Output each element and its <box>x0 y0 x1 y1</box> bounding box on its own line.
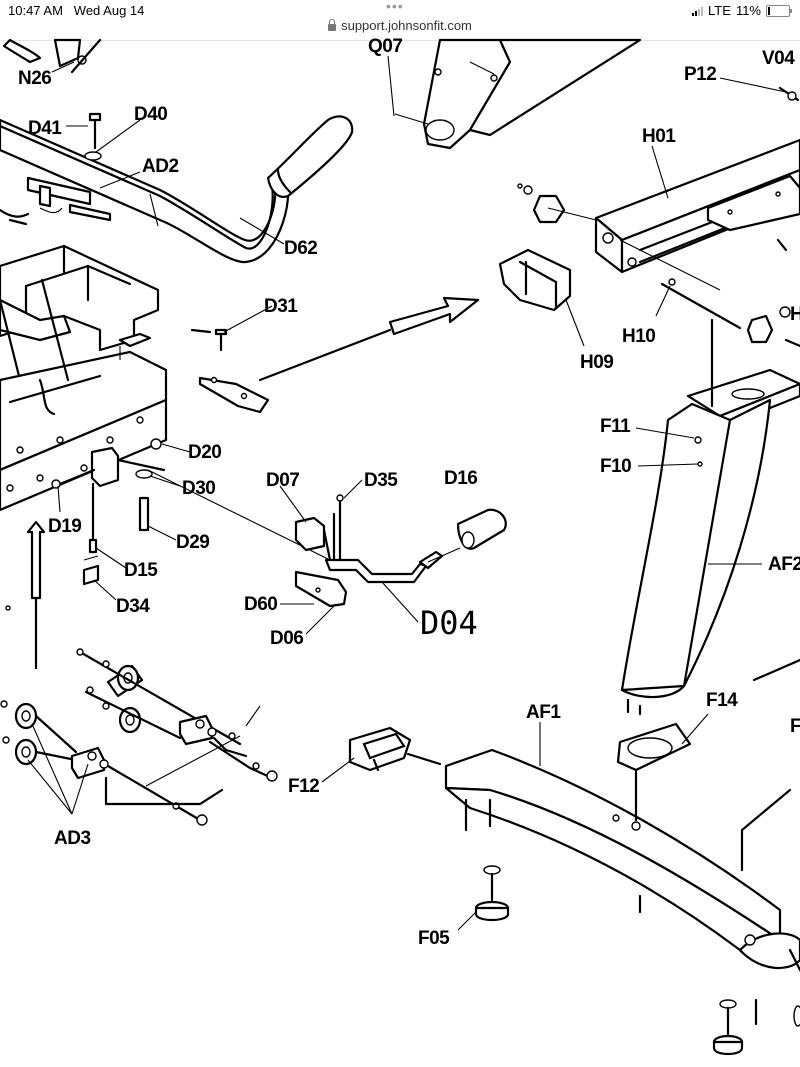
label-V04: V04 <box>762 48 795 69</box>
label-D16: D16 <box>444 468 477 489</box>
label-H09: H09 <box>580 352 613 373</box>
label-F: F <box>790 716 800 737</box>
status-date: Wed Aug 14 <box>73 3 145 18</box>
label-H01: H01 <box>642 126 676 147</box>
label-D29: D29 <box>176 532 209 553</box>
network-type: LTE <box>708 3 731 18</box>
diagram-parts <box>0 38 800 1056</box>
battery-percent: 11% <box>735 3 761 18</box>
label-F10: F10 <box>600 456 631 477</box>
label-H: H <box>790 304 800 325</box>
label-D34: D34 <box>116 596 150 617</box>
label-D20: D20 <box>188 442 221 463</box>
label-D35: D35 <box>364 470 398 491</box>
label-D30: D30 <box>182 478 215 499</box>
label-D07: D07 <box>266 470 299 491</box>
label-D31: D31 <box>264 296 298 317</box>
label-Q07: Q07 <box>368 36 402 57</box>
url-text: support.johnsonfit.com <box>341 18 472 33</box>
label-D19: D19 <box>48 516 81 537</box>
label-D41: D41 <box>28 118 62 139</box>
label-F12: F12 <box>288 776 319 797</box>
label-AF1: AF1 <box>526 702 561 723</box>
address-bar[interactable]: support.johnsonfit.com <box>0 18 800 33</box>
label-AD3: AD3 <box>54 828 91 849</box>
more-dots-icon[interactable]: ••• <box>386 0 404 14</box>
label-F14: F14 <box>706 690 738 711</box>
lock-icon <box>328 19 337 31</box>
label-D04: D04 <box>420 604 478 642</box>
label-P12: P12 <box>684 64 716 85</box>
label-AF2: AF2 <box>768 554 800 575</box>
label-H10: H10 <box>622 326 655 347</box>
label-AD2: AD2 <box>142 156 179 177</box>
label-D60: D60 <box>244 594 277 615</box>
label-D15: D15 <box>124 560 158 581</box>
status-indicators: LTE 11% <box>692 3 792 18</box>
label-F11: F11 <box>600 416 631 437</box>
status-time: 10:47 AM Wed Aug 14 <box>8 3 145 18</box>
battery-icon <box>766 4 792 17</box>
label-F05: F05 <box>418 928 450 949</box>
status-bar: 10:47 AM Wed Aug 14 ••• support.johnsonf… <box>0 0 800 41</box>
part-labels: N26 Q07 V04 P12 D41 D40 AD2 H01 D62 D31 … <box>18 36 800 949</box>
label-D62: D62 <box>284 238 317 259</box>
label-N26: N26 <box>18 68 51 89</box>
label-D40: D40 <box>134 104 167 125</box>
signal-icon <box>692 6 704 16</box>
label-D06: D06 <box>270 628 303 649</box>
leader-lines <box>27 55 787 931</box>
